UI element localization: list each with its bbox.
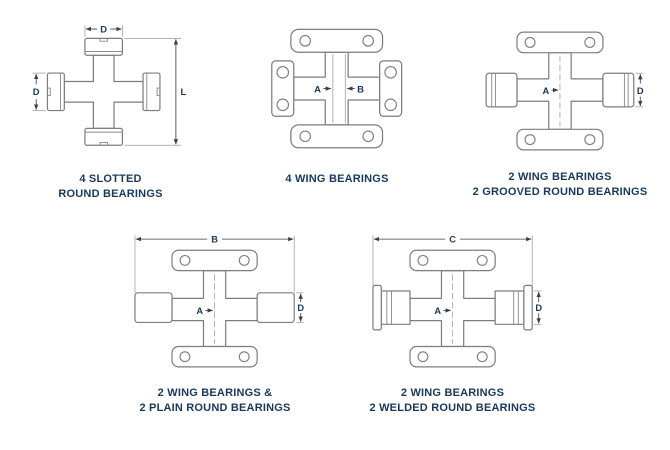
caption-line-1: 4 WING BEARINGS xyxy=(285,173,389,185)
diagram-caption: 2 WING BEARINGS 2 WELDED ROUND BEARINGS xyxy=(370,386,536,417)
u-joint-drawing-4-slotted-round: D D L xyxy=(32,24,186,146)
diagram-2-wing-2-plain-round-bearings: B A D 2 WING BEARINGS & 2 PLAIN ROUND BE… xyxy=(110,228,320,417)
dimension-arrows xyxy=(551,73,643,107)
caption-line-2: 2 GROOVED ROUND BEARINGS xyxy=(472,186,648,199)
diagram-caption: 2 WING BEARINGS 2 GROOVED ROUND BEARINGS xyxy=(473,170,648,201)
u-joint-drawing-2-wing-2-grooved: A D xyxy=(485,31,643,151)
slotted-cap-details xyxy=(47,38,160,146)
dimension-arrows xyxy=(136,236,304,322)
dim-label-a: A xyxy=(314,84,321,95)
extension-lines xyxy=(134,235,304,323)
diagram-2-wing-2-grooved-round-bearings: A D 2 WING BEARINGS 2 GROOVED ROUND BEAR… xyxy=(458,20,662,201)
bolt-holes xyxy=(417,254,488,363)
diagram-4-slotted-round-bearings: D D L 4 SLOTTED ROUND BEARINGS xyxy=(18,14,203,203)
caption-line-2: 2 WELDED ROUND BEARINGS xyxy=(369,402,536,415)
caption-line-1: 4 SLOTTED xyxy=(79,173,142,185)
diagram-caption: 2 WING BEARINGS & 2 PLAIN ROUND BEARINGS xyxy=(139,386,290,417)
u-joint-drawing-2-wing-2-welded: C A D xyxy=(372,234,542,368)
diagram-4-wing-bearings: A B 4 WING BEARINGS xyxy=(237,16,437,187)
extension-lines xyxy=(372,235,542,325)
weld-details xyxy=(386,290,519,325)
dim-label-length-l: L xyxy=(180,87,186,97)
extension-lines xyxy=(32,25,182,146)
dim-label-a: A xyxy=(434,306,441,316)
diagram-2-wing-2-welded-round-bearings: C A D 2 WING BEARINGS 2 WELDED ROUND BEA… xyxy=(345,228,560,417)
dim-label-a: A xyxy=(542,86,549,96)
dimension-arrows xyxy=(33,26,178,145)
caption-line-1: 2 WING BEARINGS xyxy=(508,171,612,183)
dim-label-c: C xyxy=(449,234,456,244)
dim-label-b: B xyxy=(212,234,219,244)
reference-lines xyxy=(332,54,346,123)
dim-label-d: D xyxy=(636,86,643,96)
dim-label-d: D xyxy=(535,303,542,313)
u-joint-drawing-2-wing-2-plain: B A D xyxy=(134,234,305,368)
dimension-arrows xyxy=(373,236,541,324)
extension-lines xyxy=(635,72,643,108)
diagram-caption: 4 SLOTTED ROUND BEARINGS xyxy=(58,172,162,203)
caption-line-2: 2 PLAIN ROUND BEARINGS xyxy=(139,402,291,415)
u-joint-drawing-4-wing: A B xyxy=(271,28,403,149)
dim-label-diameter-d: D xyxy=(33,87,40,97)
dim-label-b: B xyxy=(357,84,364,95)
bolt-holes xyxy=(524,36,595,146)
bolt-holes xyxy=(179,254,251,363)
groove-details xyxy=(490,73,629,107)
bolt-holes xyxy=(276,35,398,143)
caption-line-2: ROUND BEARINGS xyxy=(58,188,163,201)
dim-label-a: A xyxy=(197,306,204,316)
dim-label-width-d: D xyxy=(100,24,107,34)
dim-label-d: D xyxy=(298,303,305,313)
diagram-caption: 4 WING BEARINGS xyxy=(285,172,388,187)
caption-line-1: 2 WING BEARINGS & xyxy=(157,387,273,399)
caption-line-1: 2 WING BEARINGS xyxy=(400,387,505,399)
